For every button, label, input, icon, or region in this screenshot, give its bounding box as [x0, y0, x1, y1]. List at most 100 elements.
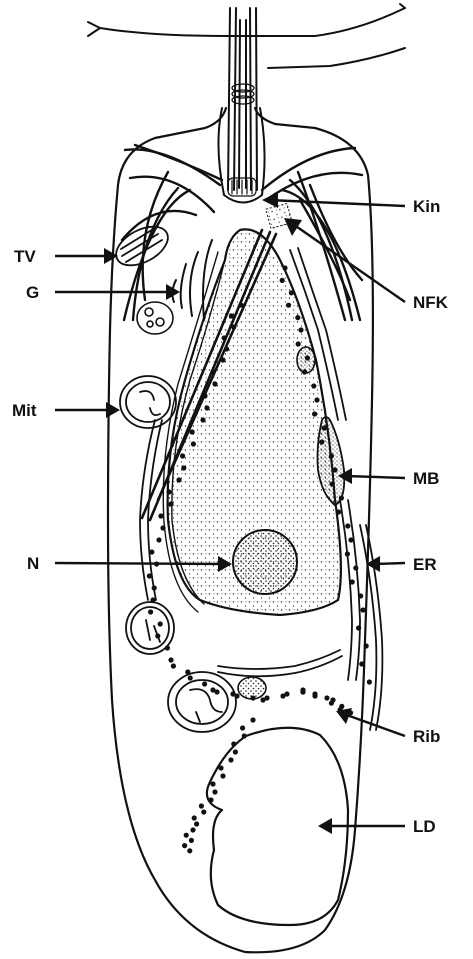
ribosome-dot [160, 525, 165, 530]
ribosome-dot [171, 663, 176, 668]
ribosome-dot [208, 797, 213, 802]
ribosome-dot [194, 821, 199, 826]
ribosome-dot [240, 725, 245, 730]
label-mit: Mit [12, 401, 37, 420]
ribosome-dot [204, 405, 209, 410]
ribosome-dot [185, 669, 190, 674]
ribosome-dot [231, 741, 236, 746]
mitochondrion-upper [120, 376, 176, 428]
ribosome-dot [158, 513, 163, 518]
ribosome-dot [192, 815, 197, 820]
ribosome-dot [218, 765, 223, 770]
ribosome-dot [250, 695, 255, 700]
ribosome-dot [329, 701, 334, 706]
ribosome-dot [336, 509, 341, 514]
ribosome-dot [314, 397, 319, 402]
ribosome-dot [212, 789, 217, 794]
ribosome-dot [200, 417, 205, 422]
ribosome-dot [329, 453, 334, 458]
ribosome-dot [367, 679, 372, 684]
ribosome-dot [302, 369, 307, 374]
label-tv: TV [14, 247, 36, 266]
ribosome-dot [150, 597, 155, 602]
vesicle-cluster [137, 302, 173, 334]
ribosome-dot [345, 551, 350, 556]
ribosome-dot [228, 757, 233, 762]
ribosome-dot [286, 303, 291, 308]
ribosome-dot [188, 675, 193, 680]
ribosome-dot [155, 633, 160, 638]
ribosome-dot [234, 693, 239, 698]
label-n: N [27, 554, 39, 573]
ribosome-dot [298, 327, 303, 332]
ribosome-dot [147, 573, 152, 578]
ribosome-dot [295, 315, 300, 320]
ribosome-dot [149, 549, 154, 554]
ribosome-dot [220, 357, 225, 362]
ribosome-dot [190, 827, 195, 832]
ribosome-dot [184, 833, 189, 838]
ribosome-dot [312, 411, 317, 416]
ribosome-dot [233, 749, 238, 754]
label-kin: Kin [413, 197, 440, 216]
ribosome-dot [222, 335, 227, 340]
label-mb: MB [413, 469, 439, 488]
ribosome-dot [181, 465, 186, 470]
ribosome-dot [182, 843, 187, 848]
ribosome-dot [190, 429, 195, 434]
label-g: G [26, 283, 39, 302]
ribosome-dot [319, 439, 324, 444]
ribosome-dot [284, 691, 289, 696]
ribosome-dot [220, 773, 225, 778]
ribosome-dot [189, 838, 194, 843]
ribosome-dot [364, 643, 369, 648]
ribosome-dot [229, 313, 234, 318]
ribosome-dot [187, 848, 192, 853]
ribosome-dot [312, 693, 317, 698]
ribosome-dot [158, 621, 163, 626]
ribosome-dot [360, 607, 365, 612]
golgi-apparatus [172, 240, 212, 320]
label-er: ER [413, 555, 437, 574]
ribosome-dot [332, 467, 337, 472]
mitochondrion-lower [168, 672, 236, 732]
ribosome-dot [210, 369, 215, 374]
ribosome-dot [176, 477, 181, 482]
ribosome-dot [330, 481, 335, 486]
ribosome-dot [152, 585, 157, 590]
ribosome-dot [199, 803, 204, 808]
ribosome-dot [339, 495, 344, 500]
label-ld: LD [413, 817, 436, 836]
label-nfk: NFK [413, 293, 449, 312]
ribosome-dot [224, 346, 229, 351]
ribosome-dot [231, 324, 236, 329]
ribosome-dot [324, 695, 329, 700]
basal-body [228, 178, 256, 196]
ribosome-dot [168, 657, 173, 662]
ribosome-dot [282, 265, 287, 270]
ribosome-dot [300, 689, 305, 694]
ribosome-dot [296, 341, 301, 346]
nucleolus [233, 530, 297, 594]
ribosome-dot [166, 489, 171, 494]
ribosome-dot [359, 661, 364, 666]
ribosome-dot [353, 565, 358, 570]
ribosome-dot [148, 609, 153, 614]
ribosome-dot [305, 355, 310, 360]
ribosome-dot [264, 695, 269, 700]
ribosome-dot [280, 278, 285, 283]
ribosome-dot [238, 302, 243, 307]
ribosome-dot [345, 523, 350, 528]
ribosome-dot [250, 717, 255, 722]
label-rib: Rib [413, 727, 440, 746]
ribosome-dot [165, 645, 170, 650]
ribosome-dot [202, 393, 207, 398]
ribosome-dot [180, 453, 185, 458]
ribosome-dot [212, 381, 217, 386]
ribosome-dot [358, 593, 363, 598]
ribosome-dot [242, 733, 247, 738]
ribosome-dot [191, 441, 196, 446]
ribosome-dot [156, 537, 161, 542]
ribosome-dot [214, 689, 219, 694]
